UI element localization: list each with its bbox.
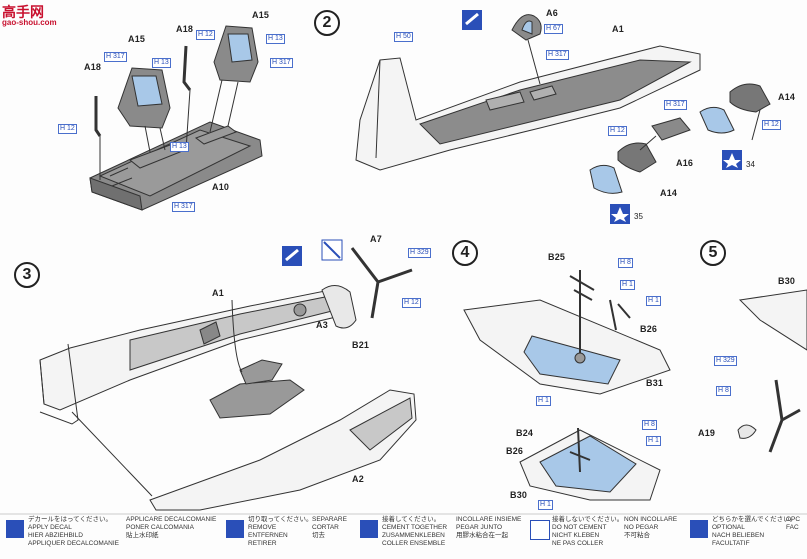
- part-a19-part: [737, 424, 757, 439]
- part-a18-lever-right: [182, 45, 192, 91]
- legend-no-cement: 接着しないでください。 DO NOT CEMENT NICHT KLEBEN N…: [552, 516, 624, 547]
- label-a1-3: A1: [212, 288, 224, 298]
- part-a3-hub: [293, 303, 307, 317]
- part-b30-wing-5: [738, 289, 807, 351]
- code-h67: H 67: [544, 24, 563, 34]
- legend-no-cement-icon: [530, 520, 550, 540]
- code-h13-a: H 13: [152, 58, 171, 68]
- label-a19: A19: [698, 428, 716, 438]
- watermark: 高手网 gao-shou.com: [0, 0, 70, 30]
- legend-remove-2: SEPARARE CORTAR 切去: [312, 516, 347, 539]
- legend-no-cement-2: NON INCOLLARE NO PEGAR 不可粘合: [624, 516, 678, 539]
- legend-cement-2: INCOLLARE INSIEME PEGAR JUNTO 用膠水粘合在一起: [456, 516, 522, 539]
- legend-decal: デカールをはってください。 APPLY DECAL HIER ABZIEHBIL…: [28, 516, 120, 547]
- label-a14-right: A14: [778, 92, 796, 102]
- code-h317-b: H 317: [270, 58, 293, 68]
- part-b21-cowl: [321, 285, 357, 329]
- part-b25-strut: [569, 270, 595, 360]
- legend-optional: どちらかを選んでください。 OPTIONAL NACH BELIEBEN FAC…: [712, 516, 797, 547]
- legend-optional-icon: [690, 520, 708, 538]
- code-h12-b: H 12: [58, 124, 77, 134]
- code-h8-a: H 8: [618, 258, 633, 268]
- marker-34: 34: [746, 160, 755, 169]
- code-h1-c: H 1: [536, 396, 551, 406]
- label-a10: A10: [212, 182, 230, 192]
- code-h12-c: H 12: [762, 120, 781, 130]
- label-a18-right: A18: [176, 24, 194, 34]
- part-b26-gear: [609, 299, 631, 331]
- label-a3: A3: [316, 320, 328, 330]
- legend-cement-icon: [360, 520, 378, 538]
- label-a7: A7: [370, 234, 382, 244]
- code-h50: H 50: [394, 32, 413, 42]
- code-h317-a: H 317: [104, 52, 127, 62]
- part-a2-fuselage: [149, 389, 417, 511]
- label-a1: A1: [612, 24, 624, 34]
- code-h8-c: H 8: [716, 386, 731, 396]
- legend-optional-2: OPC FAC: [786, 516, 801, 531]
- step-number-3: 3: [14, 262, 40, 288]
- code-h317-e: H 317: [664, 100, 687, 110]
- part-a16-part: [651, 117, 691, 141]
- label-b21: B21: [352, 340, 370, 350]
- label-a2: A2: [352, 474, 364, 484]
- marker-35: 35: [634, 212, 643, 221]
- code-h1-d: H 1: [646, 436, 661, 446]
- label-b31: B31: [646, 378, 664, 388]
- part-a7-propeller: [350, 247, 413, 319]
- watermark-url: gao-shou.com: [2, 18, 57, 27]
- code-h12-d: H 12: [608, 126, 627, 136]
- code-h317-d: H 317: [546, 50, 569, 60]
- code-h13-b: H 13: [266, 34, 285, 44]
- label-b26: B26: [640, 324, 658, 334]
- step-number-5: 5: [700, 240, 726, 266]
- label-a14-left: A14: [660, 188, 678, 198]
- label-b25: B25: [548, 252, 566, 262]
- code-h317-c: H 317: [172, 202, 195, 212]
- code-h13-c: H 13: [170, 142, 189, 152]
- code-h1-b: H 1: [646, 296, 661, 306]
- label-b30-5: B30: [778, 276, 796, 286]
- code-h12-e: H 12: [402, 298, 421, 308]
- label-a15-left: A15: [128, 34, 146, 44]
- code-h329-b: H 329: [714, 356, 737, 366]
- watermark-title: 高手网: [2, 4, 44, 20]
- part-a14-flap-right: [729, 83, 771, 113]
- legend-decal-2: APPLICARE DECALCOMANIE PONER CALCOMANIA …: [126, 516, 217, 539]
- part-a18-lever-left: [94, 96, 102, 137]
- step-number-2: 2: [314, 10, 340, 36]
- legend-cement: 接着してください。 CEMENT TOGETHER ZUSAMMENKLEBEN…: [382, 516, 448, 547]
- label-b26-b: B26: [506, 446, 524, 456]
- part-a14-flap-left: [617, 142, 657, 173]
- label-a18-left: A18: [84, 62, 102, 72]
- legend-remove: 切り取ってください。 REMOVE ENTFERNEN RETIRER: [248, 516, 313, 547]
- label-a6: A6: [546, 8, 558, 18]
- code-h12-a: H 12: [196, 30, 215, 40]
- legend-remove-icon: [226, 520, 244, 538]
- label-a15-right: A15: [252, 10, 270, 20]
- legend-decal-icon: [6, 520, 24, 538]
- part-b24-strut: [569, 427, 591, 473]
- label-b24: B24: [516, 428, 534, 438]
- code-h8-b: H 8: [642, 420, 657, 430]
- code-h329-a: H 329: [408, 248, 431, 258]
- code-h1-a: H 1: [620, 280, 635, 290]
- code-h1-e: H 1: [538, 500, 553, 510]
- step-number-4: 4: [452, 240, 478, 266]
- part-propeller-5: [768, 379, 801, 453]
- label-a16: A16: [676, 158, 694, 168]
- label-b30: B30: [510, 490, 528, 500]
